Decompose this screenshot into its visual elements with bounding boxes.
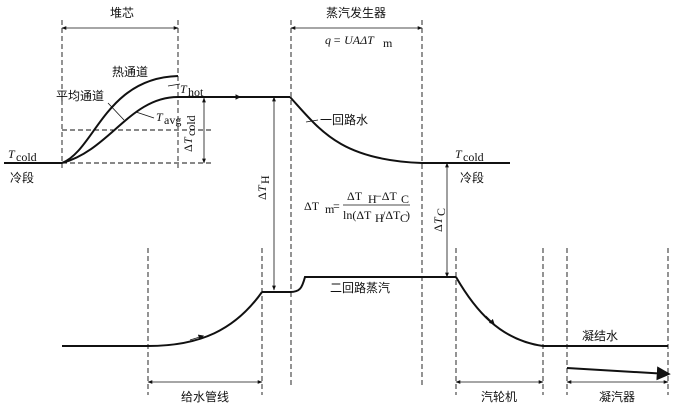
primary-water-curve bbox=[289, 96, 423, 164]
condensate-label: 凝结水 bbox=[582, 328, 618, 343]
primary-water-leader bbox=[305, 119, 319, 123]
svg-text:cold: cold bbox=[16, 150, 37, 164]
svg-text:hot: hot bbox=[188, 85, 204, 99]
sg-label: 蒸汽发生器 bbox=[326, 5, 386, 20]
svg-text:m: m bbox=[325, 202, 335, 216]
right-t-cold-label: T cold bbox=[455, 147, 484, 164]
svg-text:Δ: Δ bbox=[431, 224, 445, 232]
t-avg-leader bbox=[135, 111, 155, 119]
svg-text:H: H bbox=[368, 192, 377, 206]
svg-text:Δ: Δ bbox=[255, 192, 269, 200]
svg-text:T: T bbox=[455, 147, 463, 161]
svg-text:ΔT: ΔT bbox=[304, 199, 320, 213]
secondary-steam-label: 二回路蒸汽 bbox=[330, 280, 390, 295]
svg-text:C: C bbox=[400, 211, 408, 225]
svg-text:T: T bbox=[180, 82, 188, 96]
left-t-cold-label: T cold bbox=[8, 147, 37, 164]
avg-channel-leader bbox=[107, 102, 125, 121]
right-cold-leg: T cold 冷段 bbox=[422, 147, 510, 185]
delta-t-cold-label: Δ T cold bbox=[181, 115, 198, 152]
t-hot-label: T hot bbox=[180, 82, 204, 99]
t-hot-leader bbox=[167, 83, 181, 87]
condenser-section: 凝汽器 凝结水 bbox=[543, 248, 671, 404]
feedwater-curve bbox=[62, 291, 263, 347]
feedwater-flow-arrow bbox=[189, 334, 205, 341]
svg-text:cold: cold bbox=[463, 150, 484, 164]
svg-text:=: = bbox=[333, 199, 340, 213]
hot-channel-label: 热通道 bbox=[112, 65, 148, 79]
t-avg-label: T avg bbox=[156, 110, 181, 127]
cooling-water-line bbox=[566, 366, 671, 381]
core-section: 堆芯 热通道 平均通道 T hot T avg Δ T cold bbox=[56, 6, 212, 168]
feedwater-label: 给水管线 bbox=[181, 389, 229, 404]
svg-text:T: T bbox=[156, 110, 164, 124]
avg-channel-curve bbox=[61, 96, 179, 164]
svg-text:): ) bbox=[406, 208, 410, 222]
svg-text:m: m bbox=[383, 36, 393, 50]
steam-generator-section: 蒸汽发生器 q = UAΔT m 一回路水 二回路蒸汽 ΔT m = ΔT H … bbox=[262, 5, 456, 385]
turbine-expansion-curve bbox=[455, 276, 544, 347]
primary-water-label: 一回路水 bbox=[320, 112, 368, 127]
lmtd-formula: ΔT m = ΔT H −ΔT C ln(ΔT H /ΔT C ) bbox=[304, 189, 410, 225]
svg-text:H: H bbox=[258, 175, 272, 184]
delta-t-c-label: Δ T C bbox=[431, 208, 448, 232]
svg-text:ΔT: ΔT bbox=[347, 189, 363, 203]
svg-text:cold: cold bbox=[184, 115, 198, 136]
right-cold-leg-label: 冷段 bbox=[460, 170, 484, 185]
svg-text:T: T bbox=[255, 184, 269, 192]
condenser-label: 凝汽器 bbox=[599, 389, 635, 404]
turbine-label: 汽轮机 bbox=[481, 389, 517, 404]
svg-text:q: q bbox=[325, 33, 331, 47]
svg-text:−ΔT: −ΔT bbox=[375, 189, 397, 203]
svg-text:C: C bbox=[434, 208, 448, 216]
hot-channel-curve bbox=[61, 75, 179, 164]
svg-text:T: T bbox=[431, 216, 445, 224]
svg-text:Δ: Δ bbox=[181, 144, 195, 152]
left-cold-leg: T cold 冷段 bbox=[4, 147, 62, 185]
svg-text:T: T bbox=[181, 136, 195, 144]
delta-t-h-label: Δ T H bbox=[255, 175, 272, 200]
avg-channel-label: 平均通道 bbox=[56, 89, 104, 103]
svg-text:T: T bbox=[8, 147, 16, 161]
svg-text:C: C bbox=[401, 192, 409, 206]
core-label: 堆芯 bbox=[110, 6, 134, 20]
svg-text:ln(ΔT: ln(ΔT bbox=[343, 208, 372, 222]
left-cold-leg-label: 冷段 bbox=[10, 170, 34, 185]
heat-transfer-equation: q = UAΔT m bbox=[325, 33, 393, 50]
turbine-section: 汽轮机 bbox=[455, 248, 544, 404]
svg-text:H: H bbox=[375, 211, 384, 225]
feedwater-section: 给水管线 bbox=[62, 248, 263, 404]
secondary-steam-curve bbox=[262, 276, 456, 293]
svg-text:/ΔT: /ΔT bbox=[382, 208, 401, 222]
svg-text:= UAΔT: = UAΔT bbox=[333, 33, 375, 47]
turbine-flow-arrow bbox=[485, 315, 495, 325]
svg-text:avg: avg bbox=[164, 113, 181, 127]
